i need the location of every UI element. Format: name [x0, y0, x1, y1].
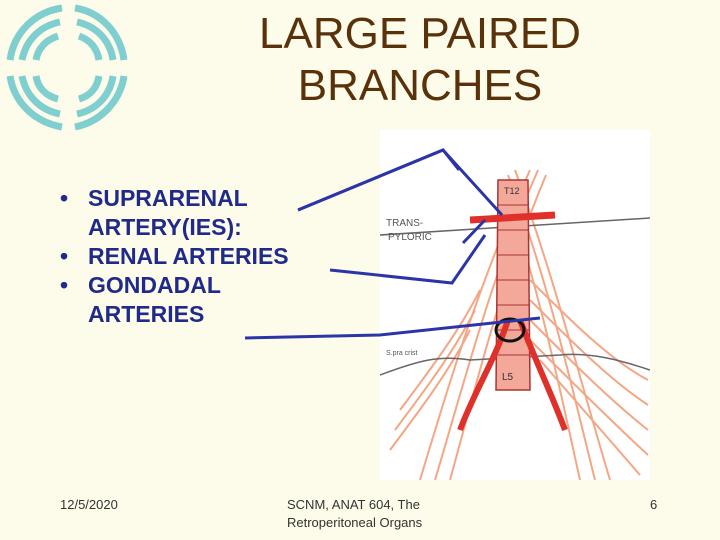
footer-course-line-1: SCNM, ANAT 604, The	[287, 497, 420, 512]
bullet-list: • SUPRARENAL ARTERY(IES): • RENAL ARTERI…	[60, 184, 350, 329]
vertebral-column	[495, 179, 531, 391]
title-line-2: BRANCHES	[297, 61, 543, 110]
footer-course: SCNM, ANAT 604, The Retroperitoneal Orga…	[287, 496, 487, 532]
label-transpyloric-1: TRANS-	[386, 218, 423, 229]
label-l5: L5	[502, 372, 514, 383]
footer-page-number: 6	[650, 497, 658, 512]
logo-icon	[4, 4, 131, 131]
bullet-item-renal: • RENAL ARTERIES	[60, 242, 350, 271]
bullet-dot: •	[60, 185, 69, 211]
footer-course-line-2: Retroperitoneal Organs	[287, 515, 423, 530]
bullet-text-line-2: ARTERY(IES):	[88, 214, 242, 240]
bullet-text-line-1: SUPRARENAL	[88, 185, 248, 211]
footer-date: 12/5/2020	[60, 497, 118, 512]
slide-title: LARGE PAIRED BRANCHES	[170, 8, 670, 112]
bullet-item-suprarenal: • SUPRARENAL ARTERY(IES):	[60, 184, 350, 242]
title-line-1: LARGE PAIRED	[259, 9, 581, 58]
label-t12: T12	[504, 186, 520, 196]
bullet-dot: •	[60, 243, 69, 269]
bullet-dot: •	[60, 272, 69, 298]
renal-arteries	[469, 211, 556, 224]
bullet-text-line-2: ARTERIES	[88, 301, 205, 327]
label-transpyloric-2: PYLORIC	[388, 232, 432, 243]
anatomy-drawing: TRANS- PYLORIC T12 L5 S.pra crist	[380, 130, 650, 480]
label-supracristal: S.pra crist	[386, 350, 418, 357]
bullet-text-line-1: RENAL ARTERIES	[88, 243, 289, 269]
bullet-text-line-1: GONDADAL	[88, 272, 221, 298]
bullet-item-gonadal: • GONDADAL ARTERIES	[60, 271, 350, 329]
